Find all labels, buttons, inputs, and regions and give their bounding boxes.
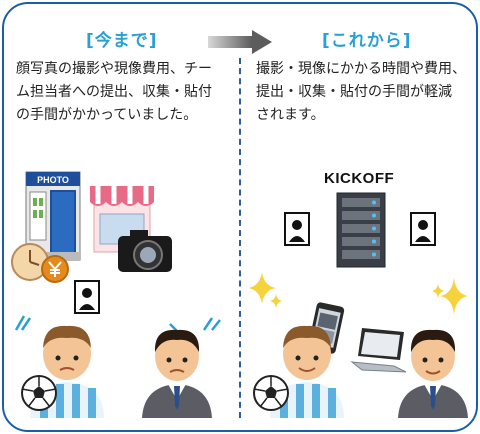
camera-icon: [118, 230, 172, 272]
center-divider: [239, 58, 241, 418]
id-photo-icon: [410, 212, 436, 246]
after-line: されます。: [256, 107, 325, 123]
arrow-right-icon: [208, 30, 272, 54]
id-photo-icon: [74, 280, 100, 314]
staff-icon: [142, 329, 212, 418]
before-line: 顔写真の撮影や現像費用、チー: [16, 61, 212, 77]
staff-icon: [398, 329, 468, 418]
after-line: 撮影・現像にかかる時間や費用、: [256, 61, 466, 77]
clock-icon: [11, 243, 49, 281]
server-label: KICKOFF: [324, 170, 395, 187]
server-icon: [336, 192, 386, 268]
shop-icon: [90, 186, 154, 253]
laptop-icon: [350, 328, 407, 373]
sweat-icon: [202, 317, 221, 331]
before-description: 顔写真の撮影や現像費用、チー ム担当者への提出、収集・貼付 の手間がかかっていま…: [16, 58, 212, 127]
before-heading: [今まで]: [86, 31, 158, 51]
after-line: 提出・収集・貼付の手間が軽減: [256, 84, 452, 100]
before-line: ム担当者への提出、収集・貼付: [16, 84, 212, 100]
sweat-icon: [14, 315, 32, 331]
after-heading: [これから]: [322, 31, 412, 51]
after-description: 撮影・現像にかかる時間や費用、 提出・収集・貼付の手間が軽減 されます。: [256, 58, 466, 127]
booth-label: PHOTO: [37, 175, 69, 185]
soccer-ball-icon: [21, 375, 57, 411]
before-line: の手間がかかっていました。: [16, 107, 198, 123]
yen-coin-icon: [41, 255, 69, 283]
sparkle-icon: [248, 272, 282, 308]
id-photo-icon: [284, 212, 310, 246]
sparkle-icon: [432, 278, 468, 314]
soccer-ball-icon: [253, 375, 289, 411]
